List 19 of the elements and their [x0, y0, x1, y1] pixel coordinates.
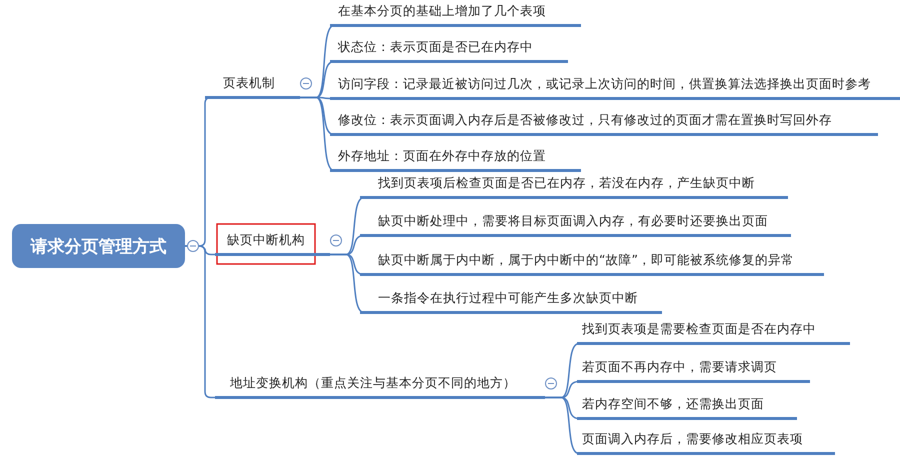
topic-label: 若内存空间不够，还需换出页面 — [577, 396, 797, 420]
topic-label: 页表机制 — [205, 75, 300, 99]
topic-label: 访问字段：记录最近被访问过几次，或记录上次访问的时间，供置换算法选择换出页面时参考 — [330, 76, 900, 100]
topic-label: 外存地址：页面在外存中存放的位置 — [330, 148, 581, 172]
topic-label: 页面调入内存后，需要修改相应页表项 — [577, 431, 835, 455]
topic-label: 一条指令在执行过程中可能产生多次缺页中断 — [360, 290, 662, 314]
topic-label: 修改位：表示页面调入内存后是否被修改过，只有修改过的页面才需在置换时写回外存 — [330, 112, 878, 136]
root-topic-box: 请求分页管理方式 — [12, 224, 185, 268]
topic-label: 缺页中断机构 — [215, 232, 330, 256]
branch-line — [545, 396, 580, 454]
topic-label: 地址变换机构（重点关注与基本分页不同的地方） — [215, 375, 545, 399]
topic-label: 找到页表项是需要检查页面是否在内存中 — [577, 321, 850, 345]
topic-label: 在基本分页的基础上增加了几个表项 — [330, 3, 581, 27]
branch-line — [185, 245, 215, 398]
topic-label: 若页面不再内存中，需要请求调页 — [577, 359, 810, 383]
topic-label: 找到页表项后检查页面是否已在内存，若没在内存，产生缺页中断 — [360, 175, 788, 199]
topic-label: 缺页中断处理中，需要将目标页面调入内存，有必要时还要换出页面 — [360, 213, 791, 237]
topic-label: 状态位：表示页面是否已在内存中 — [330, 39, 568, 63]
topic-label: 缺页中断属于内中断，属于内中断中的“故障”，即可能被系统修复的异常 — [360, 252, 824, 276]
